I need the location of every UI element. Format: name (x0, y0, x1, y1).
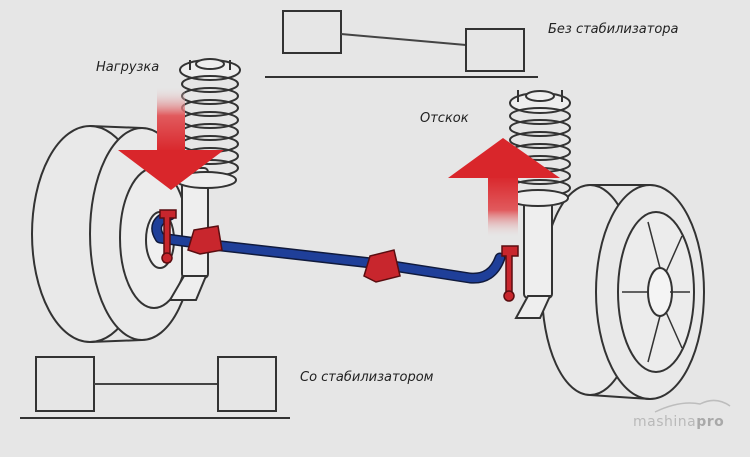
car-silhouette-icon (654, 399, 731, 413)
schematic-left-wheel-box (282, 10, 342, 54)
left-top-cap (195, 58, 225, 70)
right-end-link (501, 245, 519, 299)
left-tire-tread (89, 125, 143, 343)
watermark-part-1: mashina (633, 414, 697, 430)
schematic-with-stabilizer (20, 356, 290, 419)
stabilizer-bar-tube (152, 211, 504, 283)
with-stabilizer-label: Со стабилизатором (300, 370, 434, 385)
left-knuckle (168, 275, 208, 301)
right-rim-spokes (622, 221, 690, 363)
watermark-logo: mashinapro (633, 414, 724, 430)
right-knuckle (514, 295, 552, 319)
rebound-arrow-icon (448, 138, 560, 238)
stabilizer-bar (151, 209, 506, 284)
schematic-without-stabilizer (265, 10, 538, 78)
schematic-right-wheel-box (217, 356, 277, 412)
load-label: Нагрузка (96, 60, 160, 75)
load-arrow-icon (118, 86, 224, 190)
schematic-left-wheel-box (35, 356, 95, 412)
center-bushing-bracket (363, 249, 401, 283)
right-hub (647, 267, 673, 317)
schematic-right-wheel-box (465, 28, 525, 72)
right-shock-body (523, 193, 553, 299)
without-stabilizer-label: Без стабилизатора (548, 22, 679, 37)
right-top-cap (525, 90, 555, 102)
right-tire-tread (589, 184, 651, 400)
stabilizer-mounts (159, 209, 519, 302)
right-wheel (541, 184, 705, 400)
watermark-part-2: pro (696, 414, 725, 430)
left-bushing-bracket (187, 225, 223, 255)
rebound-label: Отскок (420, 111, 469, 126)
schematic-axle-line (340, 33, 467, 46)
